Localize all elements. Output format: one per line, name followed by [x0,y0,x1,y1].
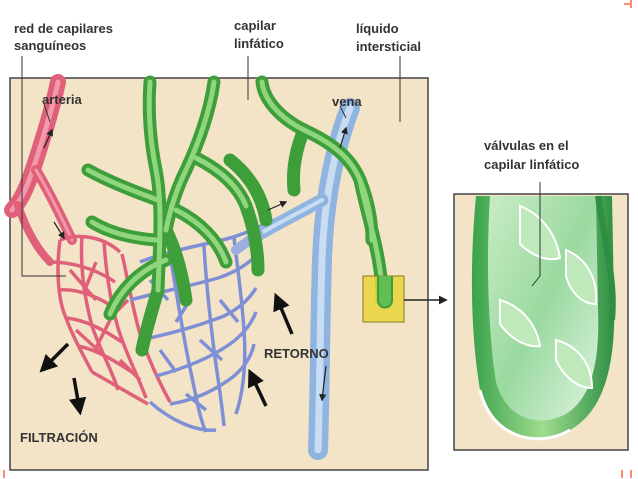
arterial-capillary-net [49,234,172,406]
label-return: RETORNO [264,346,329,361]
return-arrow [248,368,268,407]
label-interstitial-fluid-2: intersticial [356,39,421,54]
label-vein: vena [332,94,362,109]
label-filtration: FILTRACIÓN [20,430,98,445]
label-capillary-network-2: sanguíneos [14,38,86,53]
label-interstitial-fluid: líquido [356,21,399,36]
label-lymph-capillary: capilar [234,18,276,33]
leader-lines [21,56,541,287]
flow-direction-arrows [43,126,348,402]
label-lymph-capillary-2: linfático [234,36,284,51]
label-artery: arteria [42,92,83,107]
artery-vessel [4,74,77,266]
corner-marks [3,0,632,478]
return-arrow [273,292,294,335]
filtration-arrow [68,377,87,416]
label-valves: válvulas en el [484,138,569,153]
filtration-arrow [39,342,70,373]
valve-tube [471,195,616,441]
label-capillary-network: red de capilares [14,21,113,36]
lymphatic-tip [377,276,393,309]
flow-arrows [39,292,294,416]
label-valves-2: capilar linfático [484,157,579,172]
